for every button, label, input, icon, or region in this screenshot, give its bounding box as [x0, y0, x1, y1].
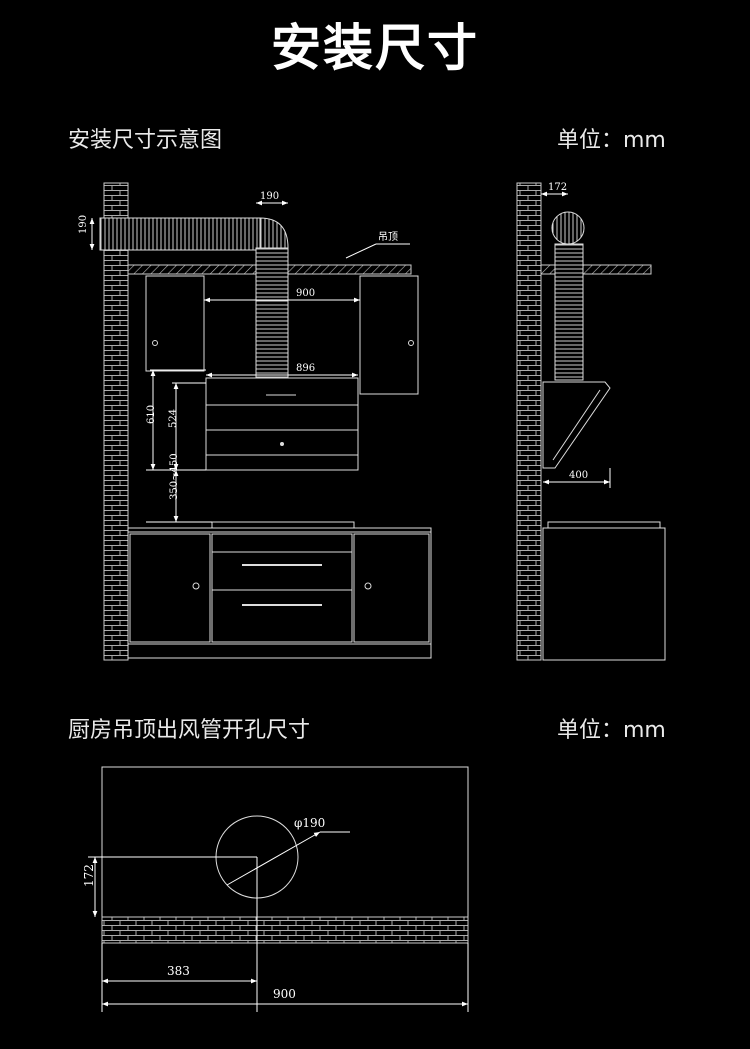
dim-hood-depth: 400 — [569, 470, 588, 481]
front-wall-cabinet-right — [359, 275, 419, 395]
dim-height-total: 610 — [146, 405, 157, 424]
section-installation-title: 安装尺寸示意图 — [68, 128, 223, 153]
section-ceiling-hole-unit: 单位：mm — [557, 718, 666, 743]
front-countertop — [127, 527, 432, 533]
section-ceiling-hole-title: 厨房吊顶出风管开孔尺寸 — [68, 718, 311, 743]
dim-hole-offset-wall: 172 — [82, 864, 96, 887]
ceiling-panel — [101, 766, 469, 918]
dim-cabinet-gap: 900 — [296, 288, 315, 299]
dim-height-hood: 524 — [168, 409, 179, 428]
dim-duct-height: 190 — [78, 215, 89, 234]
side-duct-opening — [551, 211, 585, 245]
dim-duct-offset: 172 — [548, 182, 567, 193]
front-wall-cabinet-left — [145, 275, 205, 372]
front-view: 190 190 吊顶 900 896 610 524 350~450 — [78, 182, 432, 661]
dim-total-width: 900 — [273, 987, 296, 1001]
front-duct-horizontal — [99, 217, 261, 251]
label-ceiling: 吊顶 — [378, 231, 398, 243]
front-base-cabinets — [127, 531, 432, 645]
ceiling-wall — [101, 916, 469, 944]
side-base-cabinet — [542, 527, 666, 661]
page-title: 安装尺寸 — [271, 19, 479, 77]
front-range-hood — [205, 377, 359, 471]
side-range-hood — [542, 381, 611, 469]
dim-hole-diameter: φ190 — [294, 816, 325, 830]
dim-duct-width: 190 — [260, 191, 279, 202]
front-hob — [211, 521, 355, 529]
dim-hole-offset-left: 383 — [167, 964, 190, 978]
dim-hood-width: 896 — [296, 363, 315, 374]
side-brick-wall — [516, 182, 542, 661]
side-ceiling — [540, 264, 652, 275]
ceiling-hole-view: φ190 172 383 900 — [82, 766, 469, 1012]
front-oven — [211, 533, 353, 643]
front-brick-wall — [103, 182, 129, 661]
side-hob — [547, 521, 661, 529]
side-view: 172 400 — [516, 182, 666, 661]
front-duct-vertical — [255, 247, 289, 379]
front-duct-elbow — [255, 217, 289, 251]
dim-hob-clearance: 350~450 — [169, 453, 180, 500]
section-installation-unit: 单位：mm — [557, 128, 666, 153]
side-duct-vertical — [554, 243, 584, 381]
